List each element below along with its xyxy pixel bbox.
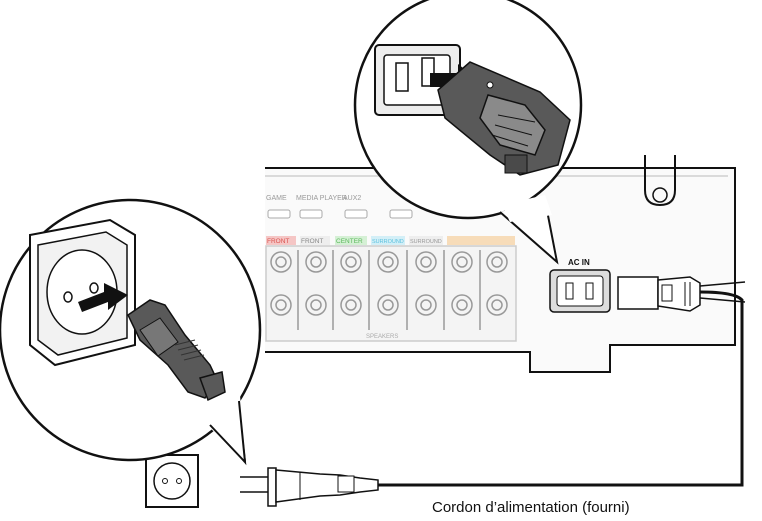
terminal-label-surround-r: SURROUND xyxy=(410,239,442,245)
input-label-media-player: MEDIA PLAYER xyxy=(296,195,347,202)
speaker-terminal-headers: FRONT FRONT CENTER SURROUND SURROUND xyxy=(266,236,515,245)
iec-connector-icon xyxy=(617,276,701,312)
power-cord xyxy=(378,290,744,487)
terminal-label-front-l: FRONT xyxy=(267,238,289,245)
ac-inlet-zoom xyxy=(353,0,583,265)
receiver-rear-panel: GAME MEDIA PLAYER AUX2 FRONT FRONT CENTE… xyxy=(265,155,736,373)
terminal-label-surround-l: SURROUND xyxy=(372,239,404,245)
ac-in-inlet-icon xyxy=(549,269,611,313)
insert-arrow-icon xyxy=(78,283,128,312)
hdmi-ports xyxy=(267,209,413,219)
speaker-section-label: SPEAKERS xyxy=(366,334,398,340)
input-label-game: GAME xyxy=(266,195,287,202)
speaker-binding-posts xyxy=(265,245,517,342)
input-label-aux2: AUX2 xyxy=(343,195,361,202)
wall-socket-zoom xyxy=(0,198,262,463)
ac-in-label: AC IN xyxy=(568,258,590,267)
power-plug-icon xyxy=(240,467,379,507)
terminal-label-front-r: FRONT xyxy=(301,238,323,245)
power-cord-caption: Cordon d’alimentation (fourni) xyxy=(432,499,630,516)
power-outlet-icon xyxy=(145,454,199,508)
terminal-label-center: CENTER xyxy=(336,238,363,245)
